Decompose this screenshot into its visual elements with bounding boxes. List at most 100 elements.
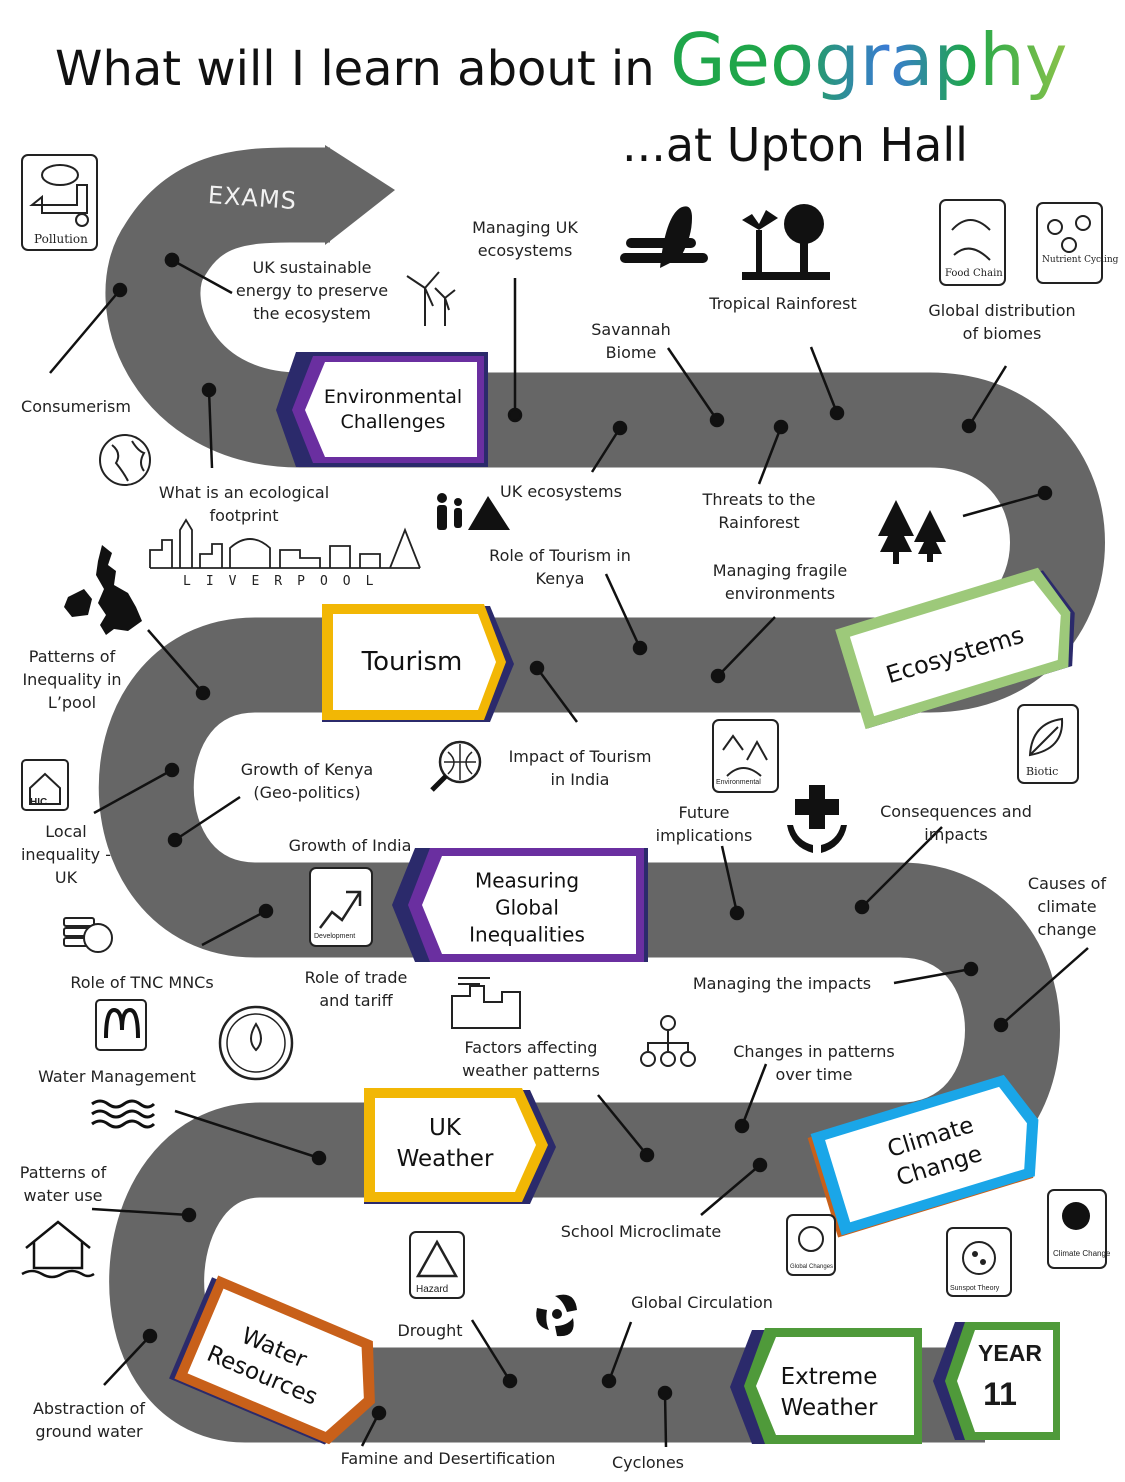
sunspot-theory-caption: Sunspot Theory bbox=[950, 1285, 1000, 1292]
topic-cyclones: Cyclones bbox=[612, 1451, 684, 1474]
topic-label-line: Cyclones bbox=[612, 1453, 684, 1472]
sign-label-line: Weather bbox=[780, 1395, 878, 1421]
water-cycle-icon bbox=[218, 1005, 294, 1081]
connector-dot-global-distribution bbox=[961, 418, 977, 434]
topic-managing-impacts: Managing the impacts bbox=[693, 972, 871, 995]
connector-dot-role-tourism-kenya bbox=[632, 640, 648, 656]
topic-label-line: change bbox=[1037, 920, 1097, 939]
topic-water-management: Water Management bbox=[38, 1065, 196, 1088]
topic-label-line: UK ecosystems bbox=[500, 482, 622, 501]
environmental-caption: Environmental bbox=[716, 779, 761, 786]
topic-label-line: and tariff bbox=[319, 991, 393, 1010]
topic-global-circulation: Global Circulation bbox=[631, 1291, 773, 1314]
connector-changes-patterns bbox=[740, 1063, 768, 1127]
topic-label-line: the ecosystem bbox=[253, 304, 371, 323]
topic-uk-ecosystems: UK ecosystems bbox=[500, 480, 622, 503]
family-tent-icon bbox=[437, 493, 510, 530]
connector-dot-managing-fragile bbox=[710, 668, 726, 684]
cyclone-icon bbox=[536, 1294, 577, 1337]
topic-label-line: Growth of India bbox=[288, 836, 412, 855]
connector-cyclones bbox=[663, 1392, 668, 1448]
topic-label-line: environments bbox=[724, 584, 836, 603]
topic-label-line: Managing the impacts bbox=[692, 974, 872, 993]
sign-measuring-global-inequalities bbox=[392, 848, 648, 962]
food-chain-caption: Food Chain bbox=[945, 268, 1003, 279]
sign-label-line: Measuring bbox=[474, 868, 580, 893]
connector-dot-growth-kenya bbox=[167, 832, 183, 848]
topic-label-line: Global distribution bbox=[928, 301, 1076, 320]
connector-role-tnc-mncs bbox=[201, 909, 267, 947]
connector-dot-water-use-road bbox=[311, 1150, 327, 1166]
connector-school-microclimate bbox=[700, 1164, 761, 1216]
hazard-caption: Hazard bbox=[416, 1284, 448, 1295]
uk-map-icon bbox=[64, 545, 142, 635]
topic-label-line: Kenya bbox=[535, 569, 585, 588]
connector-dot-pine-trees-link bbox=[1037, 485, 1053, 501]
topic-label-line: (Geo-politics) bbox=[253, 783, 361, 802]
connector-growth-kenya bbox=[174, 795, 241, 842]
page-subtitle: ...at Upton Hall bbox=[622, 118, 968, 172]
topic-label-line: Biome bbox=[605, 343, 657, 362]
environmental-icon bbox=[712, 719, 779, 793]
connector-tropical-rainforest bbox=[809, 346, 839, 414]
connector-dot-patterns-inequality-lpool bbox=[195, 685, 211, 701]
connector-factors-weather bbox=[597, 1094, 648, 1156]
connector-dot-tropical-rainforest bbox=[829, 405, 845, 421]
connector-consequences-impacts bbox=[861, 826, 943, 908]
topic-role-tnc-mncs: Role of TNC MNCs bbox=[70, 971, 213, 994]
connector-dot-ecological-footprint bbox=[201, 382, 217, 398]
connector-dot-changes-patterns bbox=[734, 1118, 750, 1134]
connector-dot-impact-tourism-india bbox=[529, 660, 545, 676]
topic-label-line: Savannah bbox=[591, 320, 671, 339]
connector-uk-sustainable-energy bbox=[171, 258, 233, 295]
topic-tropical-rainforest: Tropical Rainforest bbox=[709, 292, 856, 315]
connector-dot-managing-uk-ecosystems bbox=[507, 407, 523, 423]
topic-label-line: Drought bbox=[397, 1321, 463, 1340]
connector-dot-sustainable-energy-dot bbox=[164, 252, 180, 268]
sign-uk-weather bbox=[364, 1088, 556, 1204]
hic-caption: HIC bbox=[30, 797, 47, 808]
topic-label-line: water use bbox=[23, 1186, 103, 1205]
sign-year-badge bbox=[933, 1322, 1060, 1440]
connector-dot-local-inequality-uk bbox=[164, 762, 180, 778]
topic-label-line: in India bbox=[550, 770, 610, 789]
sign-climate-change bbox=[807, 1074, 1039, 1238]
sign-label-line: UK bbox=[429, 1115, 461, 1141]
sunspot-theory-icon bbox=[946, 1227, 1012, 1297]
topic-label-line: What is an ecological bbox=[158, 483, 330, 502]
topic-label-line: Inequality in bbox=[22, 670, 122, 689]
otter-icon bbox=[620, 206, 708, 268]
liverpool-caption: LIVERPOOL bbox=[183, 574, 389, 589]
climate-change-caption: Climate Change bbox=[1053, 1249, 1111, 1258]
topic-label-line: Abstraction of bbox=[32, 1399, 146, 1418]
topic-label-line: Growth of Kenya bbox=[240, 760, 374, 779]
topic-label-line: Future bbox=[678, 803, 730, 822]
connector-dot-drought bbox=[502, 1373, 518, 1389]
topic-label-line: Threats to the bbox=[702, 490, 816, 509]
global-changes-icon bbox=[786, 1214, 836, 1276]
topic-label-line: Consequences and bbox=[880, 802, 1032, 821]
connector-dot-uk-ecosystems bbox=[612, 420, 628, 436]
topic-label-line: over time bbox=[775, 1065, 853, 1084]
connector-dot-consequences-impacts bbox=[854, 899, 870, 915]
food-chain-icon bbox=[939, 199, 1006, 286]
topic-famine-desertification: Famine and Desertification bbox=[341, 1447, 556, 1470]
connector-pine-trees-link bbox=[962, 491, 1046, 518]
topic-growth-india: Growth of India bbox=[289, 834, 412, 857]
topic-label-line: inequality - bbox=[20, 845, 112, 864]
topic-drought: Drought bbox=[397, 1319, 462, 1342]
connector-patterns-water-use bbox=[91, 1207, 190, 1217]
